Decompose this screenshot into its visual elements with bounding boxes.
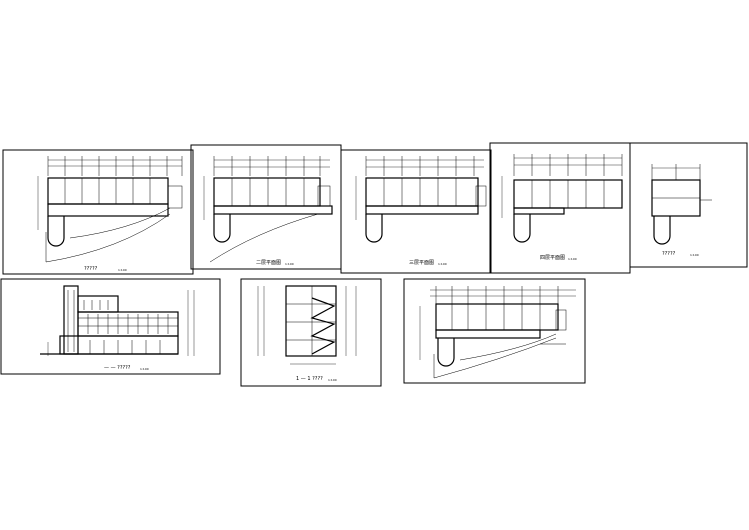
panel-second-floor-plan: 二层平面图 1:100 [190, 144, 342, 270]
panel-site-plan [403, 278, 586, 384]
scale-elevation: 1:100 [140, 367, 149, 371]
panel-elevation: — — ????? 1:100 [0, 278, 221, 375]
caption-plan3: 三层平面图 [409, 260, 434, 266]
caption-elevation: — — ????? [104, 365, 131, 371]
caption-section: 1 — 1 ???? [296, 376, 323, 382]
caption-plan4: 四层平面图 [540, 255, 565, 261]
panel-fourth-floor-plan: 四层平面图 1:100 [489, 142, 631, 274]
caption-plan1: ????? [84, 266, 98, 272]
panel-roof-plan: ????? 1:100 [629, 142, 748, 268]
panel-frame [629, 142, 748, 268]
panel-third-floor-plan: 三层平面图 1:100 [340, 149, 492, 274]
scale-plan1: 1:100 [118, 268, 127, 272]
panel-frame [2, 149, 194, 275]
scale-plan2: 1:100 [285, 262, 294, 266]
panel-ground-floor-plan: ????? 1:100 [2, 149, 194, 275]
panel-frame [0, 278, 221, 375]
scale-plan4: 1:100 [568, 257, 577, 261]
panel-frame [340, 149, 492, 274]
panel-frame [403, 278, 586, 384]
panel-frame [240, 278, 382, 387]
scale-section: 1:100 [328, 378, 337, 382]
scale-roof: 1:100 [690, 253, 699, 257]
caption-plan2: 二层平面图 [256, 260, 281, 266]
scale-plan3: 1:100 [438, 262, 447, 266]
panel-section: 1 — 1 ???? 1:100 [240, 278, 382, 387]
caption-roof: ????? [662, 251, 676, 257]
